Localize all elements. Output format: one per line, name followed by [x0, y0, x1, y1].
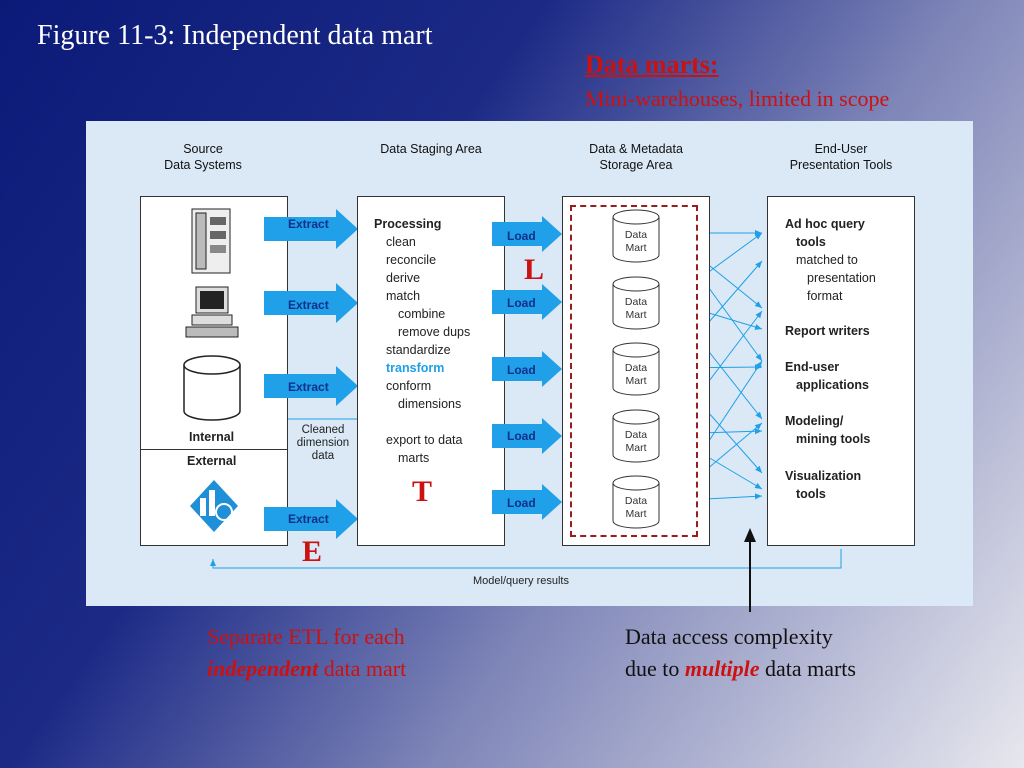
- step-conform: conform: [386, 379, 432, 393]
- load-label-3: Load: [507, 363, 536, 377]
- tool-enduser-2: applications: [796, 378, 869, 392]
- tool-adhoc-1: Ad hoc query: [785, 217, 865, 231]
- step-transform: transform: [386, 361, 445, 375]
- complexity-pointer-arrow: [744, 528, 756, 612]
- internal-database-icon: [183, 355, 241, 421]
- extract-arrow-1: [264, 209, 358, 249]
- enduser-box: [767, 196, 915, 546]
- computer-icon: [185, 286, 239, 338]
- tool-matched-3: format: [807, 289, 843, 303]
- step-combine: combine: [398, 307, 446, 321]
- processing-title: Processing: [374, 217, 442, 231]
- letter-e: E: [302, 535, 323, 568]
- model-query-label: Model/query results: [473, 575, 569, 587]
- extract-arrow-2: [264, 283, 358, 323]
- load-arrow-4: [492, 418, 562, 454]
- caption-right-line2: due to multiple data marts: [625, 656, 856, 681]
- letter-t: T: [412, 475, 433, 508]
- external-label: External: [187, 454, 237, 468]
- extract-arrow-4: [264, 499, 358, 539]
- step-match: match: [386, 289, 421, 303]
- step-export: export to data: [386, 433, 463, 447]
- extract-arrow-3: [264, 366, 358, 406]
- tool-report-writers: Report writers: [785, 324, 870, 338]
- staging-box: [357, 196, 505, 546]
- step-standardize: standardize: [386, 343, 451, 357]
- step-clean: clean: [386, 235, 416, 249]
- tool-matched-1: matched to: [796, 253, 858, 267]
- caption-right-line1: Data access complexity: [625, 624, 833, 649]
- tool-visualization-1: Visualization: [785, 469, 862, 483]
- tool-enduser-1: End-user: [785, 360, 840, 374]
- caption-left: Separate ETL for each independent data m…: [207, 621, 406, 685]
- step-marts: marts: [398, 451, 430, 465]
- tool-modeling-2: mining tools: [796, 432, 871, 446]
- load-label-2: Load: [507, 296, 536, 310]
- caption-left-line2: independent data mart: [207, 656, 407, 681]
- extract-label-4: Extract: [288, 512, 329, 526]
- tool-matched-2: presentation: [807, 271, 876, 285]
- load-label-5: Load: [507, 496, 536, 510]
- caption-left-line1: Separate ETL for each: [207, 624, 405, 649]
- internal-label: Internal: [189, 430, 235, 444]
- data-marts-subtitle: Mini-warehouses, limited in scope: [585, 86, 890, 111]
- load-label-1: Load: [507, 229, 536, 243]
- caption-right: Data access complexity due to multiple d…: [625, 621, 856, 685]
- data-marts-highlight: [570, 205, 698, 537]
- model-query-loop: [210, 549, 842, 569]
- extract-label-2: Extract: [288, 298, 329, 312]
- extract-label-1: Extract: [288, 217, 329, 231]
- server-icon: [191, 208, 231, 274]
- slide-title: Figure 11-3: Independent data mart: [37, 20, 433, 51]
- letter-l: L: [524, 253, 545, 286]
- tool-modeling-1: Modeling/: [785, 414, 844, 428]
- step-derive: derive: [386, 271, 421, 285]
- load-label-4: Load: [507, 429, 536, 443]
- step-dimensions: dimensions: [398, 397, 462, 411]
- step-remove-dups: remove dups: [398, 325, 471, 339]
- load-arrow-1: [492, 216, 562, 252]
- extract-label-3: Extract: [288, 380, 329, 394]
- load-arrow-3: [492, 351, 562, 387]
- tool-visualization-2: tools: [796, 487, 826, 501]
- tool-adhoc-2: tools: [796, 235, 826, 249]
- external-data-icon: [190, 480, 238, 532]
- step-reconcile: reconcile: [386, 253, 437, 267]
- load-arrow-5: [492, 484, 562, 520]
- load-arrow-2: [492, 284, 562, 320]
- data-marts-heading: Data marts:: [585, 50, 719, 79]
- staging-header: Data Staging Area: [380, 142, 482, 156]
